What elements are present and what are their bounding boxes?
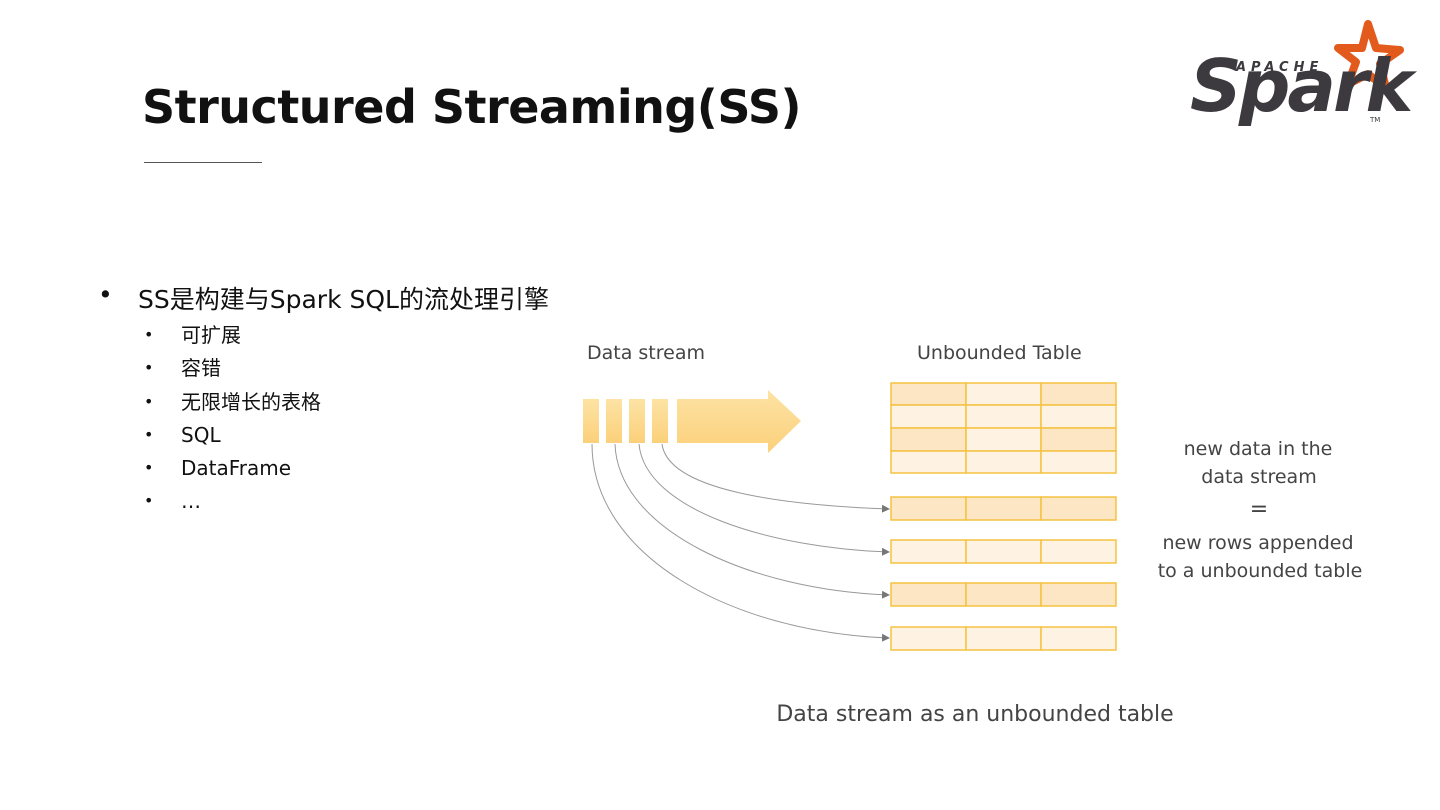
bullet-marker: • [144, 425, 154, 444]
sub-bullet-text: SQL [181, 423, 221, 447]
sub-bullet-text: 无限增长的表格 [181, 390, 321, 414]
append-arrow [661, 443, 890, 513]
stream-block [583, 399, 599, 443]
bullet-marker: • [144, 358, 154, 377]
stream-block [606, 399, 622, 443]
new-row [890, 582, 1117, 607]
logo-apache-text: APACHE [1236, 60, 1324, 75]
sub-bullet-text: … [181, 489, 201, 513]
new-row [890, 496, 1117, 521]
title-underline [144, 162, 262, 163]
bullet-marker: • [144, 325, 154, 344]
append-arrow [614, 443, 890, 599]
logo-trademark: TM [1370, 116, 1381, 124]
sub-bullet-text: DataFrame [181, 456, 292, 480]
main-bullet-text: SS是构建与Spark SQL的流处理引擎 [138, 285, 549, 314]
apache-spark-logo: APACHE Spark TM [1184, 20, 1413, 140]
unbounded-table-label: Unbounded Table [917, 342, 1082, 364]
note-line: to a unbounded table [1158, 560, 1363, 582]
stream-arrow-icon [677, 390, 801, 453]
unbounded-table [890, 382, 1117, 474]
bullet-marker: • [144, 491, 154, 510]
new-row [890, 626, 1117, 651]
appended-rows [890, 496, 1117, 651]
slide-title: Structured Streaming(SS) [142, 80, 802, 134]
note-equals: = [1250, 497, 1268, 522]
note-line: new data in the [1184, 438, 1333, 460]
bullet-marker: • [144, 392, 154, 411]
diagram-caption: Data stream as an unbounded table [776, 702, 1173, 727]
data-stream-label: Data stream [587, 342, 705, 364]
spark-star-icon [1334, 20, 1404, 92]
append-arrow [591, 443, 890, 642]
new-row [890, 539, 1117, 564]
stream-block [652, 399, 668, 443]
append-arrows [591, 443, 890, 642]
explanation-note: new data in the data stream = new rows a… [1158, 438, 1363, 582]
stream-block [629, 399, 645, 443]
sub-bullet-text: 容错 [181, 356, 221, 380]
append-arrow [638, 443, 890, 556]
bullet-marker: • [144, 458, 154, 477]
data-stream-blocks [583, 390, 801, 453]
sub-bullet-text: 可扩展 [181, 323, 241, 347]
note-line: new rows appended [1162, 532, 1353, 554]
logo-spark-wordmark: Spark [1190, 44, 1413, 128]
bullet-marker: • [98, 280, 113, 309]
note-line: data stream [1201, 466, 1316, 488]
